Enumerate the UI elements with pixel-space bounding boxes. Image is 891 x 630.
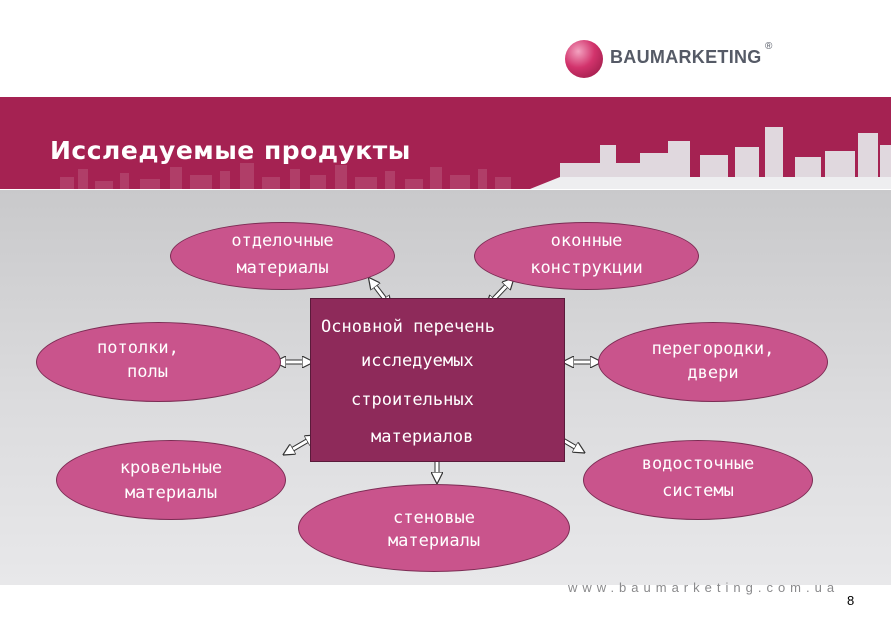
page-number: 8 [847,593,855,608]
brand-logo: BAUMARKETING ® [565,37,795,83]
registered-mark: ® [765,41,773,52]
center-line-2: исследуемых [361,351,474,371]
node-label-line-2: конструкции [530,258,643,278]
website-url: www.baumarketing.com.ua [568,580,840,595]
brand-name: BAUMARKETING [610,47,762,67]
node-finishing-materials: отделочные материалы [170,222,395,290]
node-label-line-2: материалы [236,258,329,278]
node-label-line-2: двери [687,363,739,383]
center-line-1: Основной перечень [321,317,495,337]
center-box: Основной перечень исследуемых строительн… [310,298,565,462]
center-line-4: материалов [371,427,474,447]
node-ceilings-floors: потолки, полы [36,322,281,402]
slide-title: Исследуемые продукты [50,136,411,165]
node-label-line-1: водосточные [641,454,755,474]
node-label-line-1: потолки, [97,338,179,358]
node-label-line-1: стеновые [393,508,475,528]
node-label-line-1: перегородки, [651,339,775,359]
logo-sphere-icon [565,40,603,78]
node-label-line-2: полы [127,362,168,382]
node-label-line-2: системы [662,481,734,501]
node-label-line-1: отделочные [231,231,334,251]
node-drainage-systems: водосточные системы [583,440,813,520]
node-label-line-1: оконные [550,231,623,251]
node-label-line-1: кровельные [119,458,223,478]
city-skyline-image [60,127,891,189]
center-line-3: строительных [351,390,474,410]
node-window-constructions: оконные конструкции [474,222,699,290]
node-partitions-doors: перегородки, двери [598,322,828,402]
node-label-line-2: материалы [124,483,218,503]
node-label-line-2: материалы [387,531,481,551]
node-wall-materials: стеновые материалы [298,484,570,572]
title-banner [0,97,891,189]
node-roofing-materials: кровельные материалы [56,440,286,520]
